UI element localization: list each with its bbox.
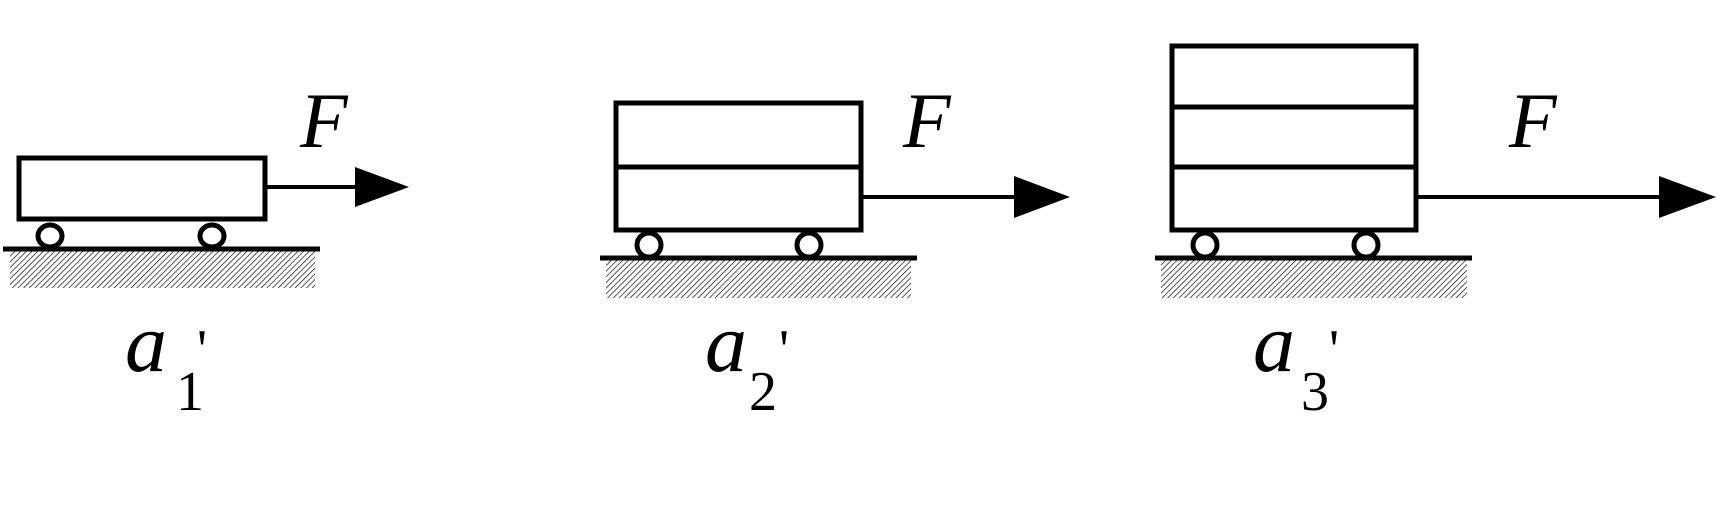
accel-prime: ' bbox=[1329, 319, 1339, 381]
wheel-left bbox=[634, 230, 664, 260]
accel-prime: ' bbox=[197, 319, 207, 381]
accel-subscript: 2 bbox=[749, 361, 777, 423]
accel-subscript: 1 bbox=[176, 361, 204, 423]
block-1 bbox=[613, 164, 864, 233]
accel-symbol: a bbox=[1253, 297, 1295, 390]
wheel-right bbox=[197, 222, 227, 250]
wheel-left bbox=[35, 222, 65, 250]
wheel-right bbox=[1351, 230, 1381, 260]
force-arrow-head bbox=[355, 167, 409, 207]
force-arrow-head bbox=[1659, 176, 1716, 218]
setup-2: F a 2 ' bbox=[600, 77, 1070, 423]
accel-symbol: a bbox=[705, 297, 747, 390]
block-2 bbox=[1169, 104, 1419, 170]
accel-subscript: 3 bbox=[1301, 361, 1329, 423]
force-label: F bbox=[1508, 77, 1558, 164]
setup-1: F a 1 ' bbox=[3, 77, 409, 423]
force-label: F bbox=[902, 77, 952, 164]
accel-prime: ' bbox=[779, 319, 789, 381]
ground-hatch bbox=[606, 258, 911, 298]
wheel-left bbox=[1190, 230, 1220, 260]
force-arrow-head bbox=[1014, 176, 1070, 218]
block-2 bbox=[613, 100, 864, 170]
wheel-right bbox=[794, 230, 824, 260]
block-3 bbox=[1169, 43, 1419, 110]
block-1 bbox=[1169, 164, 1419, 233]
block-1 bbox=[16, 155, 268, 222]
ground-hatch bbox=[1161, 258, 1467, 298]
accel-symbol: a bbox=[125, 297, 167, 390]
setup-3: F a 3 ' bbox=[1155, 43, 1716, 423]
force-label: F bbox=[299, 77, 349, 164]
ground-hatch bbox=[10, 249, 315, 288]
